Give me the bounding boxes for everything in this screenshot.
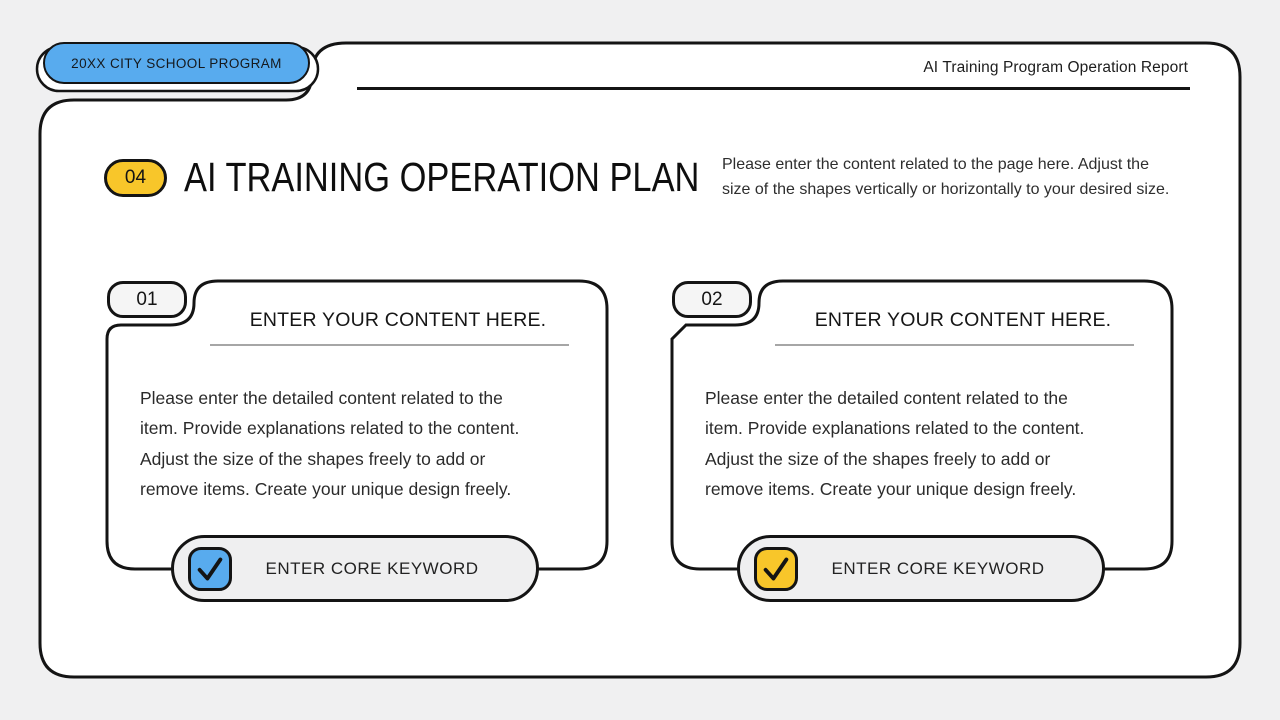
card1-number: 01	[136, 288, 158, 310]
section-title: AI TRAINING OPERATION PLAN	[184, 154, 700, 200]
program-badge: 20XX CITY SCHOOL PROGRAM	[43, 42, 310, 84]
card2-body-line: item. Provide explanations related to th…	[705, 418, 1085, 439]
card1-checkbox[interactable]	[188, 546, 232, 591]
card2-keyword-label: ENTER CORE KEYWORD	[831, 558, 1045, 578]
check-icon	[197, 557, 223, 580]
check-icon	[763, 557, 789, 580]
card2-heading: ENTER YOUR CONTENT HERE.	[814, 309, 1112, 331]
card2-body-line: remove items. Create your unique design …	[705, 479, 1077, 500]
card1-heading-rule	[210, 344, 569, 346]
section-number: 04	[124, 167, 147, 188]
program-badge-label: 20XX CITY SCHOOL PROGRAM	[71, 55, 282, 71]
card2-heading-rule	[775, 344, 1134, 346]
card2-checkbox[interactable]	[754, 546, 798, 591]
card2-number-tab: 02	[672, 281, 752, 318]
section-description-line: size of the shapes vertically or horizon…	[722, 181, 1170, 198]
card1-body-line: item. Provide explanations related to th…	[140, 418, 520, 439]
card2-number: 02	[701, 288, 723, 310]
report-title: AI Training Program Operation Report	[923, 59, 1188, 76]
card1-number-tab: 01	[107, 281, 187, 318]
card1-keyword-label: ENTER CORE KEYWORD	[265, 558, 479, 578]
card2-outline	[670, 279, 1174, 571]
card1-body-line: remove items. Create your unique design …	[140, 479, 512, 500]
section-description-line: Please enter the content related to the …	[722, 156, 1149, 173]
card2-body-line: Adjust the size of the shapes freely to …	[705, 448, 1051, 469]
section-number-chip: 04	[104, 159, 167, 197]
section-description: Please enter the content related to the …	[722, 152, 1169, 202]
report-title-rule	[357, 87, 1190, 90]
card1-body-line: Adjust the size of the shapes freely to …	[140, 448, 486, 469]
card1-body: Please enter the detailed content relate…	[140, 383, 519, 505]
card2-keyword-button[interactable]: ENTER CORE KEYWORD	[737, 535, 1105, 602]
card1-keyword-button[interactable]: ENTER CORE KEYWORD	[171, 535, 539, 602]
card2-body: Please enter the detailed content relate…	[705, 383, 1084, 505]
card1-outline	[105, 279, 609, 571]
card1-body-line: Please enter the detailed content relate…	[140, 388, 503, 408]
card2-body-line: Please enter the detailed content relate…	[705, 388, 1068, 408]
card1-heading: ENTER YOUR CONTENT HERE.	[249, 309, 547, 331]
